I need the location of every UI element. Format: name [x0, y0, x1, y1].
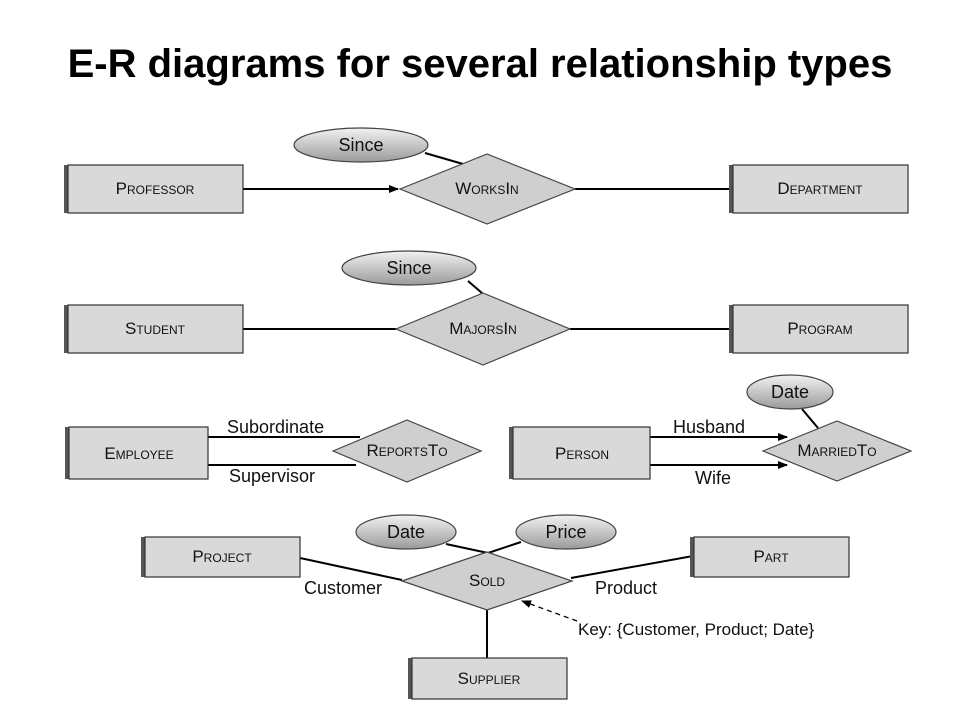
entity-program: Program: [729, 304, 909, 354]
relationship-worksin: WorksIn: [398, 153, 577, 225]
svg-text:Employee: Employee: [104, 444, 173, 463]
entity-supplier: Supplier: [408, 657, 568, 700]
date-marriedto-line: [801, 408, 819, 429]
page-title: E-R diagrams for several relationship ty…: [67, 42, 893, 86]
role-wife: Wife: [695, 468, 731, 488]
svg-text:Since: Since: [338, 135, 383, 155]
entity-project: Project: [141, 536, 301, 578]
relationship-majorsin: MajorsIn: [394, 292, 572, 366]
project-sold-line: [299, 557, 403, 581]
key-dashed-arrow: [521, 600, 578, 622]
svg-text:Date: Date: [387, 522, 425, 542]
attribute-since-majorsin: Since: [341, 250, 477, 286]
since-worksin-line: [424, 152, 464, 165]
attribute-date-marriedto: Date: [746, 374, 834, 410]
entity-employee: Employee: [65, 426, 209, 480]
svg-text:Student: Student: [125, 319, 186, 338]
role-supervisor: Supervisor: [229, 466, 315, 486]
svg-text:Project: Project: [192, 547, 252, 566]
role-product: Product: [595, 578, 657, 598]
entity-department: Department: [729, 164, 909, 214]
svg-text:MajorsIn: MajorsIn: [449, 319, 517, 338]
svg-text:WorksIn: WorksIn: [455, 179, 518, 198]
key-note: Key: {Customer, Product; Date}: [578, 620, 815, 639]
price-sold-line: [487, 541, 522, 554]
role-subordinate: Subordinate: [227, 417, 324, 437]
sold-part-line: [570, 555, 694, 579]
relationship-reportsto: ReportsTo: [331, 419, 483, 483]
relationship-marriedto: MarriedTo: [761, 420, 913, 482]
entity-professor: Professor: [64, 164, 244, 214]
svg-text:Sold: Sold: [469, 571, 505, 590]
svg-text:Price: Price: [545, 522, 586, 542]
svg-text:Part: Part: [753, 547, 789, 566]
svg-text:Person: Person: [555, 444, 609, 463]
svg-text:Supplier: Supplier: [458, 669, 521, 688]
svg-text:Program: Program: [787, 319, 852, 338]
role-husband: Husband: [673, 417, 745, 437]
relationship-sold: Sold: [400, 551, 574, 611]
entity-person: Person: [509, 426, 651, 480]
svg-text:Since: Since: [386, 258, 431, 278]
attribute-price: Price: [515, 514, 617, 550]
attribute-date-sold: Date: [355, 514, 457, 550]
since-majorsin-line: [467, 280, 483, 294]
entity-part: Part: [690, 536, 850, 578]
svg-text:Professor: Professor: [116, 179, 195, 198]
date-sold-line: [445, 543, 489, 554]
svg-text:Department: Department: [777, 179, 863, 198]
svg-text:MarriedTo: MarriedTo: [797, 441, 876, 460]
svg-text:Date: Date: [771, 382, 809, 402]
attribute-since-worksin: Since: [293, 127, 429, 163]
entity-student: Student: [64, 304, 244, 354]
role-customer: Customer: [304, 578, 382, 598]
svg-text:ReportsTo: ReportsTo: [366, 441, 447, 460]
